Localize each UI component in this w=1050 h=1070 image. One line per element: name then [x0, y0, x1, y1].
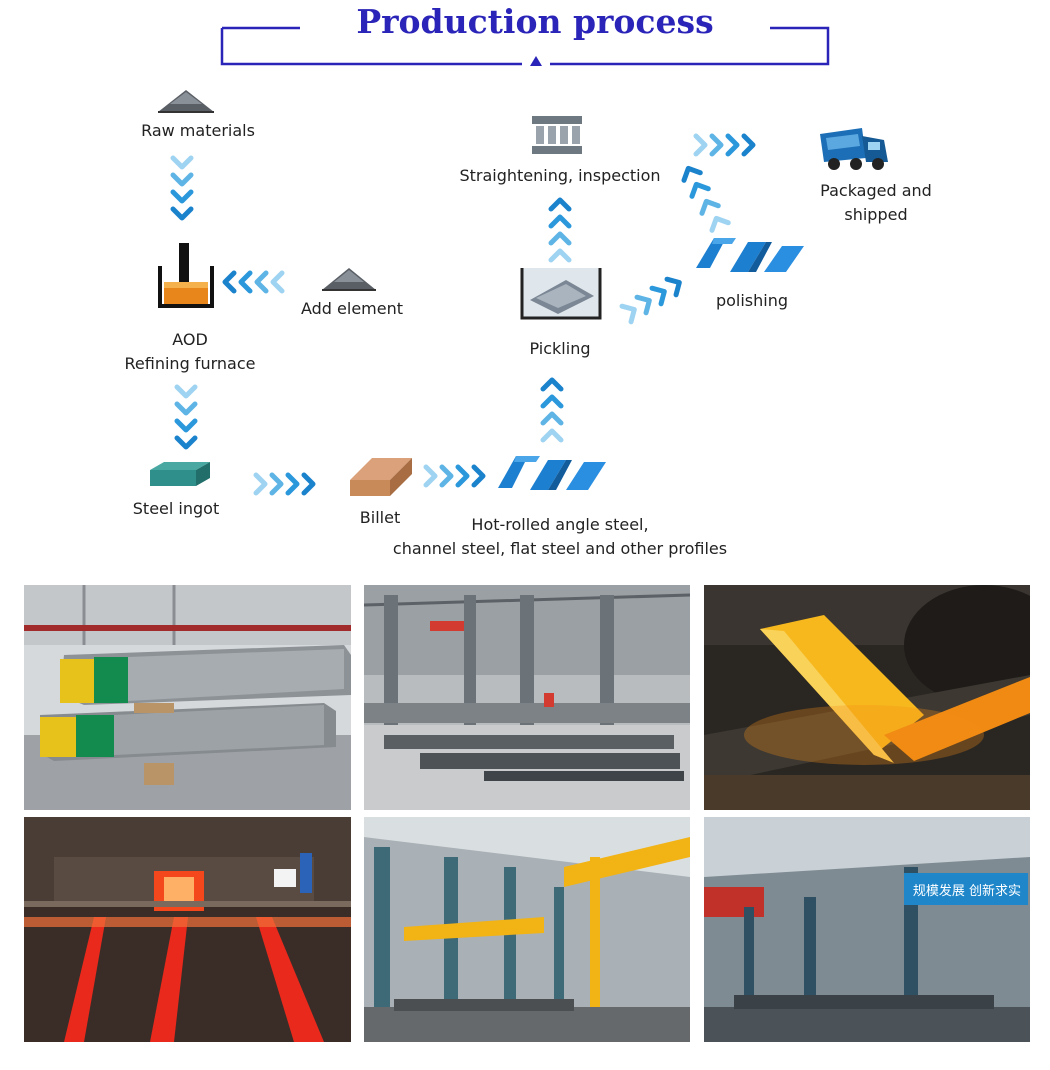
billet-icon: [350, 458, 412, 496]
chevrons-right-1: [256, 475, 313, 493]
label-add-element: Add element: [300, 299, 404, 318]
ore-pile-icon: [158, 90, 214, 113]
label-pickling: Pickling: [529, 339, 591, 358]
pickling-tank-icon: [520, 268, 602, 320]
chevrons-right-2: [426, 467, 483, 485]
photo-crane-hall: [364, 817, 690, 1042]
chevrons-right-3: [696, 136, 753, 154]
straightening-machine-icon: [532, 116, 582, 154]
furnace-icon: [158, 243, 214, 308]
photo-glowing-billet: [704, 585, 1030, 810]
steel-ingot-icon: [150, 462, 210, 486]
label-refining-furnace: Refining furnace: [124, 354, 256, 373]
page-title: Production process: [356, 2, 714, 41]
label-billet: Billet: [359, 508, 401, 527]
label-raw-materials: Raw materials: [141, 121, 255, 140]
label-aod: AOD: [172, 330, 208, 349]
chevrons-left: [225, 273, 282, 291]
label-steel-ingot: Steel ingot: [132, 499, 220, 518]
process-flow-diagram: [150, 90, 888, 496]
chevrons-diagonal-1: [622, 275, 684, 322]
chevrons-down-2: [177, 387, 195, 447]
ore-pile-icon: [322, 268, 376, 291]
photo-steel-blocks: [24, 585, 351, 810]
factory-banner-text: 规模发展 创新求实: [912, 884, 1022, 899]
photo-factory-hall: [364, 585, 690, 810]
truck-icon: [820, 128, 888, 170]
chevrons-up-1: [543, 380, 561, 440]
label-shipped: shipped: [844, 205, 908, 224]
profiles-icon: [498, 456, 606, 490]
title-frame: [220, 26, 830, 66]
chevrons-up-2: [551, 200, 569, 260]
label-straightening: Straightening, inspection: [459, 166, 661, 185]
label-hot-rolled-1: Hot-rolled angle steel,: [471, 515, 649, 534]
label-polishing: polishing: [715, 291, 789, 310]
label-packaged: Packaged and: [820, 181, 932, 200]
photo-factory-banner: 规模发展 创新求实: [704, 817, 1030, 1042]
chevrons-down-1: [173, 158, 191, 218]
profiles-icon: [696, 238, 804, 272]
chevrons-diagonal-2: [680, 165, 728, 231]
label-hot-rolled-2: channel steel, flat steel and other prof…: [392, 539, 728, 558]
photo-hot-rolling-line: [24, 817, 351, 1042]
